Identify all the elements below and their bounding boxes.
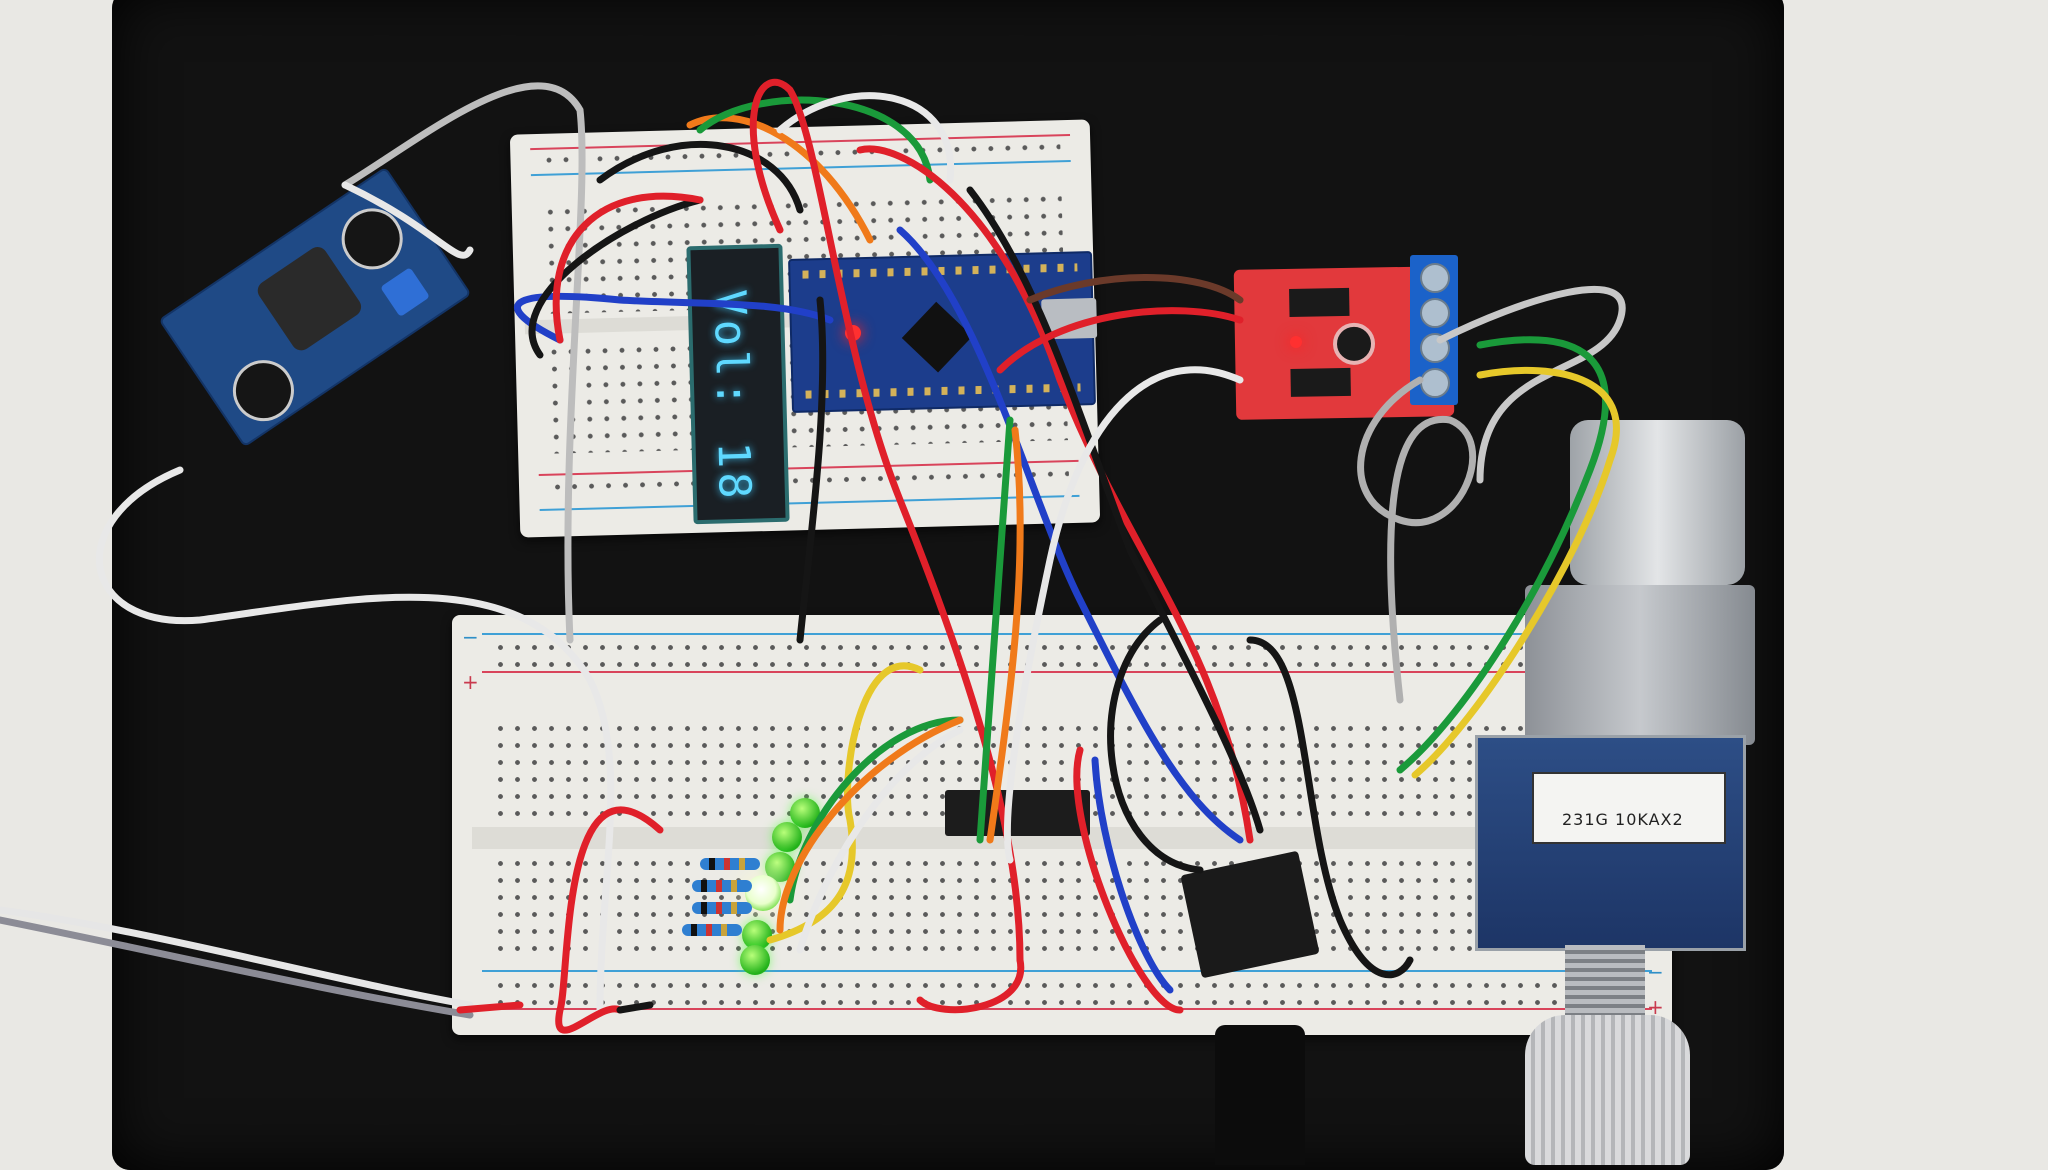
wire-brown	[1026, 274, 1244, 304]
wire-blue	[896, 226, 1244, 844]
wire-gray	[1357, 376, 1477, 704]
wire-red	[555, 806, 664, 1034]
potentiometer-label-text: 231G 10KAX2	[1562, 810, 1684, 829]
wire-red	[749, 78, 1024, 964]
wire-green	[976, 416, 1014, 844]
wire-black	[616, 1001, 654, 1014]
driver-power-led	[1290, 336, 1302, 348]
ic-chip	[945, 790, 1090, 836]
wire-orange	[776, 716, 964, 934]
wire-gray	[0, 916, 474, 1019]
wire-black	[528, 196, 704, 359]
resistor	[692, 880, 752, 892]
wire-red	[916, 956, 1025, 1014]
wire-blue	[514, 292, 834, 344]
resistor	[682, 924, 742, 936]
wire-black	[1246, 636, 1414, 979]
wire-gray	[341, 82, 586, 644]
wire-black	[1107, 616, 1204, 874]
wire-red	[456, 1001, 524, 1014]
wire-yellow	[766, 662, 924, 944]
motor-gearbox-housing	[1525, 585, 1755, 745]
potentiometer-label: 231G 10KAX2	[1532, 772, 1726, 844]
wire-red	[856, 145, 1254, 844]
wire-black	[796, 296, 827, 644]
wire-red	[1073, 746, 1184, 1014]
resistor	[700, 858, 760, 870]
wire-blue	[1091, 756, 1174, 994]
wire-gray	[1436, 285, 1626, 484]
rotary-encoder-knob	[1215, 1025, 1305, 1165]
wire-green	[1396, 336, 1609, 774]
resistor	[692, 902, 752, 914]
wire-white	[776, 92, 955, 184]
green-led	[740, 945, 770, 975]
wire-black	[596, 140, 804, 214]
wire-orange	[986, 426, 1024, 844]
wire-black	[966, 186, 1264, 834]
wire-red	[996, 307, 1244, 374]
wire-white	[796, 726, 964, 954]
potentiometer-knob	[1525, 1015, 1690, 1165]
wire-white	[95, 466, 615, 1014]
wire-red	[552, 192, 704, 344]
wire-white	[0, 906, 474, 1009]
wire-yellow	[1411, 366, 1620, 779]
green-led	[772, 822, 802, 852]
wire-white	[341, 181, 474, 259]
wire-white	[1003, 366, 1244, 864]
